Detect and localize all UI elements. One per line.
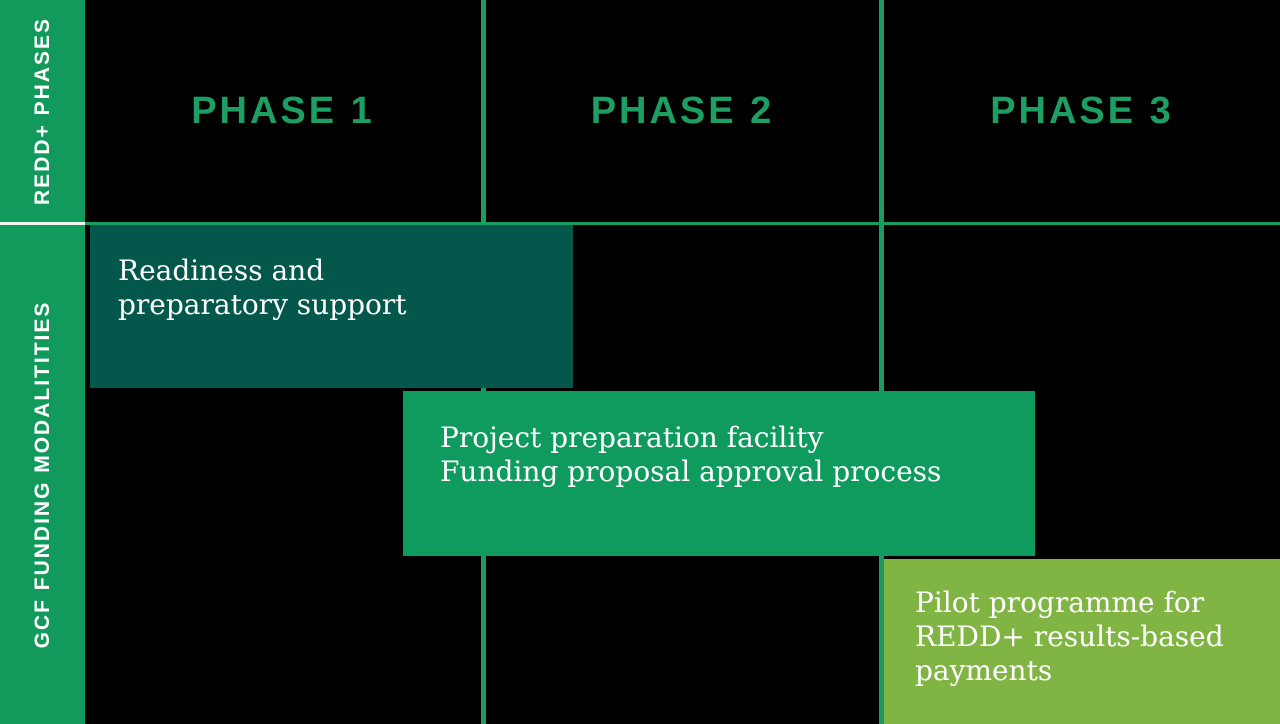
readiness-block-text-line2: preparatory support [118, 288, 407, 321]
sidebar-row-gcf-funding-modalities: GCF FUNDING MODALITITIES [0, 225, 85, 724]
phase-1-header: PHASE 1 [191, 89, 375, 132]
sidebar-row-redd-phases: REDD+ PHASES [0, 0, 85, 222]
pilot-programme-block: Pilot programme for REDD+ results-based … [884, 559, 1280, 724]
phase-3-header: PHASE 3 [990, 89, 1174, 132]
readiness-support-block: Readiness and preparatory support [90, 225, 573, 388]
row-divider-line [85, 222, 1280, 225]
project-block-text-line2: Funding proposal approval process [440, 455, 942, 488]
column-divider-line-2 [879, 0, 884, 724]
sidebar-row-divider [0, 222, 85, 225]
readiness-block-text-line1: Readiness and [118, 254, 325, 287]
project-preparation-block: Project preparation facility Funding pro… [403, 391, 1035, 556]
pilot-block-text-line3: payments [915, 654, 1053, 687]
project-block-text-line1: Project preparation facility [440, 421, 824, 454]
sidebar-label-gcf-funding-modalities: GCF FUNDING MODALITITIES [30, 300, 54, 649]
sidebar-label-redd-phases: REDD+ PHASES [30, 17, 54, 205]
phase-2-header: PHASE 2 [590, 89, 775, 132]
pilot-block-text-line2: REDD+ results-based [915, 620, 1224, 653]
pilot-block-text-line1: Pilot programme for [915, 586, 1205, 619]
